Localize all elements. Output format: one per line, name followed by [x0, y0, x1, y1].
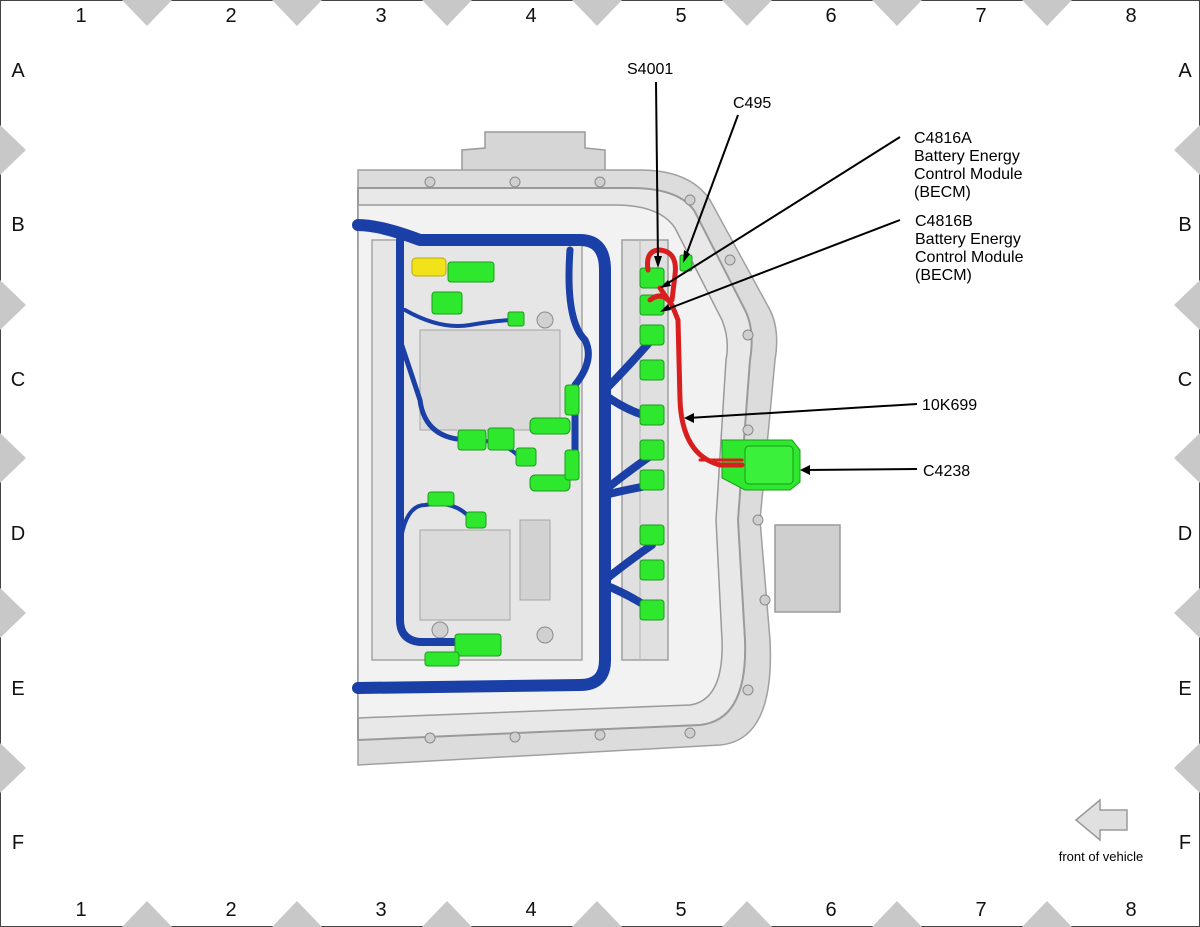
- column-label: 4: [525, 5, 536, 27]
- row-label: D: [11, 523, 25, 545]
- leader-arrowheads: [654, 250, 810, 475]
- column-label: 7: [975, 5, 986, 27]
- column-label: 6: [825, 899, 836, 921]
- callout-s4001: S4001: [627, 61, 673, 78]
- row-label: B: [11, 214, 24, 236]
- front-of-vehicle-label: front of vehicle: [1059, 849, 1144, 864]
- callout-c4238: C4238: [923, 463, 970, 480]
- yellow-connector: [411, 257, 447, 277]
- green-connectors: [424, 254, 801, 667]
- red-harness: [645, 247, 745, 468]
- front-of-vehicle-indicator: front of vehicle: [1059, 798, 1144, 864]
- row-label: C: [11, 369, 25, 391]
- arrow-left-icon: [1074, 798, 1128, 842]
- column-label: 3: [375, 5, 386, 27]
- column-label: 5: [675, 899, 686, 921]
- column-label: 3: [375, 899, 386, 921]
- callout-c4816b-line1: C4816B: [915, 213, 973, 230]
- row-labels-right: A B C D E F: [1178, 60, 1193, 854]
- callout-10k699: 10K699: [922, 397, 977, 414]
- column-labels-bottom: 1 2 3 4 5 6 7 8: [75, 899, 1136, 921]
- row-labels-left: A B C D E F: [11, 60, 26, 854]
- column-label: 1: [75, 899, 86, 921]
- column-labels-top: 1 2 3 4 5 6 7 8: [75, 5, 1136, 27]
- callout-c495: C495: [733, 95, 771, 112]
- column-label: 2: [225, 5, 236, 27]
- column-label: 7: [975, 899, 986, 921]
- row-label: A: [1178, 60, 1192, 82]
- column-label: 2: [225, 899, 236, 921]
- callout-c4816b: C4816B Battery Energy Control Module (BE…: [915, 213, 1024, 284]
- callout-c4816a-line4: (BECM): [914, 184, 971, 201]
- callout-c4816b-line3: Control Module: [915, 249, 1024, 266]
- column-label: 5: [675, 5, 686, 27]
- callout-c4816a-line3: Control Module: [914, 166, 1023, 183]
- row-label: A: [11, 60, 25, 82]
- row-label: E: [11, 678, 24, 700]
- column-label: 1: [75, 5, 86, 27]
- column-label: 6: [825, 5, 836, 27]
- leader-lines: [655, 81, 918, 471]
- column-label: 4: [525, 899, 536, 921]
- callout-c4816a-line1: C4816A: [914, 130, 972, 147]
- row-label: F: [1179, 832, 1191, 854]
- callout-c4816b-line4: (BECM): [915, 267, 972, 284]
- column-label: 8: [1125, 899, 1136, 921]
- column-label: 8: [1125, 5, 1136, 27]
- callout-c4816a: C4816A Battery Energy Control Module (BE…: [914, 130, 1023, 201]
- row-label: E: [1178, 678, 1191, 700]
- callout-c4816a-line2: Battery Energy: [914, 148, 1020, 165]
- row-label: D: [1178, 523, 1192, 545]
- callout-c4816b-line2: Battery Energy: [915, 231, 1021, 248]
- row-label: B: [1178, 214, 1191, 236]
- row-label: F: [12, 832, 24, 854]
- row-label: C: [1178, 369, 1192, 391]
